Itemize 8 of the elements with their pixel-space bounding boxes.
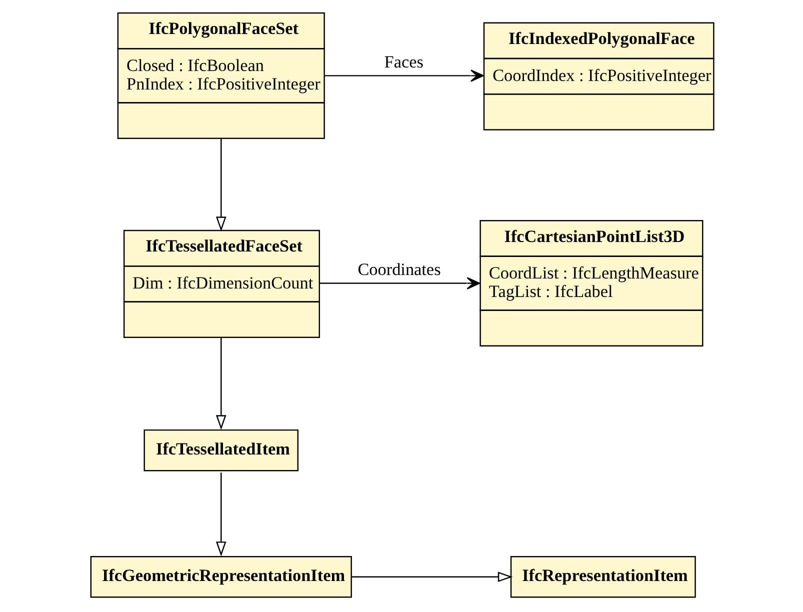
edge-label: Faces — [384, 52, 423, 72]
arrow — [324, 70, 484, 82]
arrow — [215, 337, 226, 430]
arrow — [215, 472, 226, 556]
arrow — [351, 572, 512, 582]
arrow — [215, 138, 226, 232]
edge-label: Coordinates — [357, 260, 440, 279]
arrow — [318, 277, 480, 290]
